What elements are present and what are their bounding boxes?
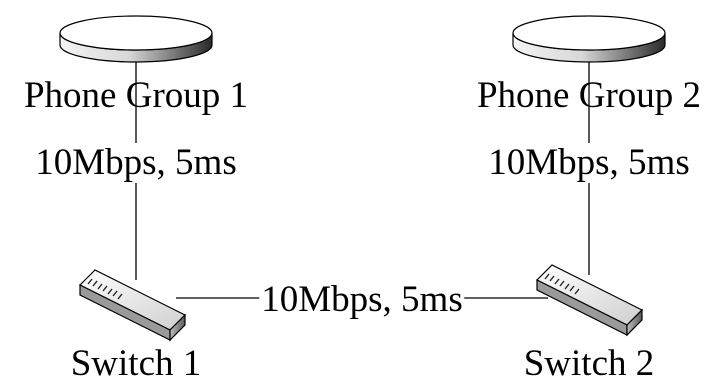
phone-group-1-icon (59, 15, 213, 63)
phone-group-1-label: Phone Group 1 (23, 75, 249, 116)
phone-group-2-icon (512, 15, 666, 63)
link-label-phone-group-1: 10Mbps, 5ms (33, 142, 239, 183)
switch-2-label: Switch 2 (523, 343, 655, 384)
switch-1-icon (78, 269, 187, 342)
switch-2-icon (535, 264, 644, 337)
switch-1-label: Switch 1 (70, 343, 202, 384)
phone-group-2-label: Phone Group 2 (476, 75, 702, 116)
link-label-switch-1-switch-2: 10Mbps, 5ms (259, 279, 465, 320)
link-label-phone-group-2: 10Mbps, 5ms (486, 142, 692, 183)
